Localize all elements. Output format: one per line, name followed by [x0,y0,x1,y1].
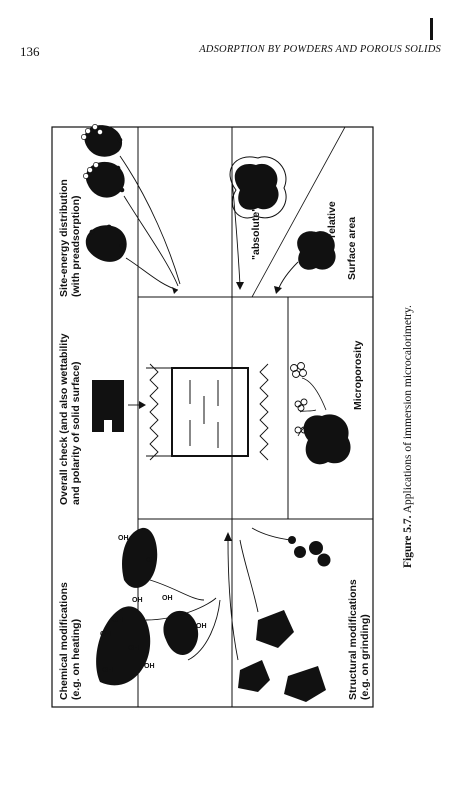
label-surface-area: Surface area [346,217,358,280]
oh-label-3: OH [112,617,123,624]
vessel-cell [171,367,249,457]
structural-title: Structural modifications [347,579,359,700]
grind-particle-1 [238,660,270,692]
label-relative: relative [326,201,338,238]
oh-label-8: OH [146,557,157,564]
vessel-coil-top [149,363,159,461]
page-number: 136 [20,44,40,59]
particle-oh-low [163,610,199,655]
particle-site-1 [85,225,127,262]
vessel-coil-bottom [259,363,269,461]
particle-site-2 [85,161,125,198]
center-block [137,296,289,520]
overall-particle [92,380,124,432]
running-head: ADSORPTION BY POWDERS AND POROUS SOLIDS [199,44,441,55]
oh-label-4: OH [128,645,139,652]
oh-label-6: OH [132,597,143,604]
label-absolute: "absolute" [250,207,262,260]
structural-subtitle: (e.g. on grinding) [359,614,371,700]
figure-frame [51,126,374,708]
figure-caption: Figure 5.7. Applications of immersion mi… [402,305,414,568]
particle-absolute [234,163,279,210]
oh-label-10: OH [162,595,173,602]
grind-particle-2 [256,610,294,648]
surface-area-diagonal [251,126,346,298]
particle-absolute-outline [229,156,287,219]
oh-label-9: OH [196,623,207,630]
margin-mark [430,18,433,40]
label-microporosity: Microporosity [352,340,364,410]
oh-label-1: OH [102,667,113,674]
microporous-particle [303,414,351,465]
overall-subtitle: and polarity of solid surface) [70,361,82,505]
oh-label-7: OH [118,535,129,542]
site-energy-title: Site-energy distribution [58,179,70,297]
overall-title: Overall check (and also wettability [58,333,70,505]
micropore-clusters [290,362,308,434]
particle-oh-light [122,527,158,588]
caption-label: Figure 5.7. [402,515,414,569]
oh-label-2: OH [100,631,111,638]
grind-particle-3 [284,666,326,702]
chemical-title: Chemical modifications [58,582,70,700]
site-energy-subtitle: (with preadsorption) [70,196,82,298]
particle-relative [297,231,336,270]
particle-oh-heavy [96,606,151,686]
particle-site-3 [84,125,123,157]
oh-label-5: OH [144,663,155,670]
caption-text: Applications of immersion microcalorimet… [402,305,414,514]
chemical-subtitle: (e.g. on heating) [70,619,82,700]
